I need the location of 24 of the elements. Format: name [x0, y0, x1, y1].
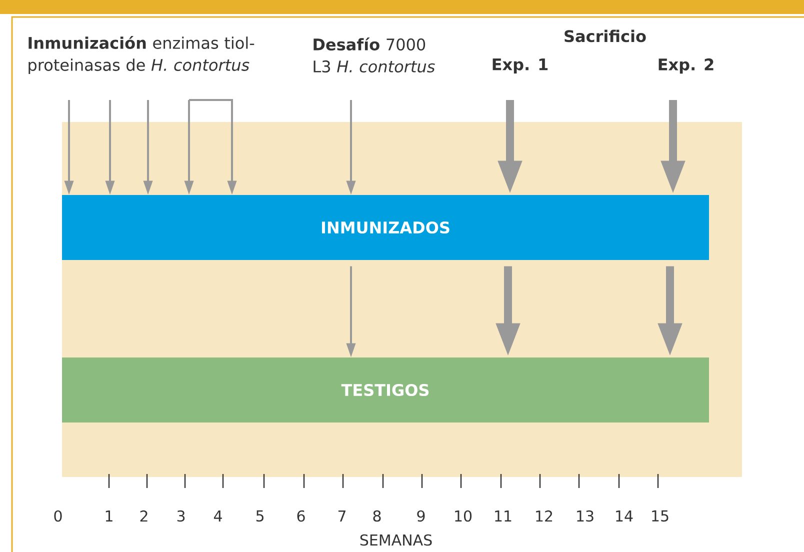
- tick-label: 4: [214, 510, 222, 522]
- group-bar: TESTIGOS: [62, 358, 709, 422]
- tick-label: 11: [495, 510, 512, 522]
- header-text: Desafío 7000 L3 H. contortus: [314, 38, 435, 72]
- tick-label: 10: [455, 510, 472, 522]
- tick-label: 12: [536, 510, 552, 522]
- tick-label: 9: [417, 510, 425, 522]
- axis-title: SEMANAS: [360, 534, 432, 546]
- tick-label: 1: [106, 510, 112, 522]
- heading: Exp. 2: [658, 58, 714, 74]
- tick-label: 14: [616, 510, 633, 522]
- tick-label: 15: [652, 510, 668, 522]
- group-bar: INMUNIZADOS: [62, 195, 709, 260]
- tick-label: 2: [140, 510, 148, 522]
- tick-label: 0: [54, 510, 62, 522]
- header-text: Inmunización enzimas tiol-proteinasas de H. contortus: [28, 36, 254, 74]
- tick-label: 5: [256, 510, 264, 522]
- tick-label: 3: [177, 510, 185, 522]
- tick-label: 8: [373, 510, 381, 522]
- tick-label: 7: [338, 510, 346, 522]
- tick-label: 13: [577, 510, 594, 522]
- heading: Exp. 1: [492, 58, 548, 74]
- heading: Sacrificio: [564, 30, 646, 42]
- tick-label: 6: [297, 510, 305, 522]
